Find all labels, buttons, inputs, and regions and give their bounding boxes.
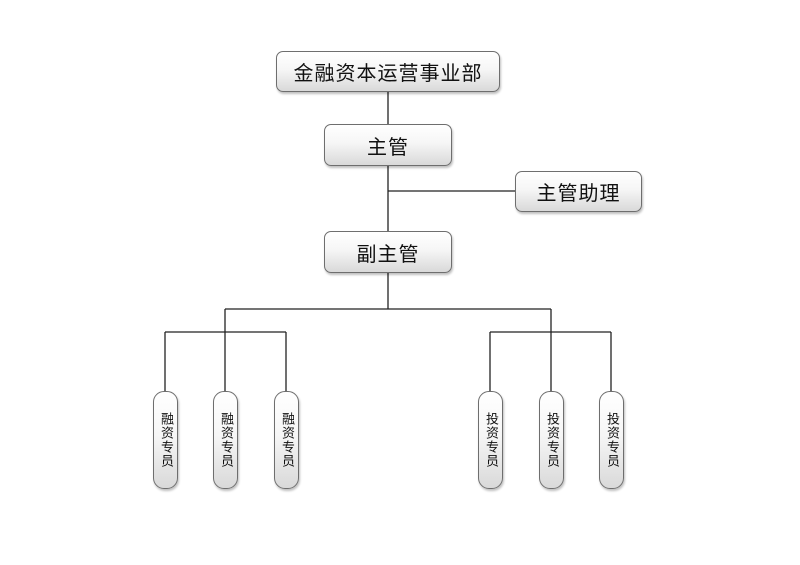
node-manager: 主管	[324, 124, 452, 166]
node-manager-assistant: 主管助理	[515, 171, 642, 212]
node-investment-staff-2: 投资专员	[539, 391, 564, 489]
node-finance-staff-1: 融资专员	[153, 391, 178, 489]
node-finance-staff-3: 融资专员	[274, 391, 299, 489]
node-investment-staff-3: 投资专员	[599, 391, 624, 489]
node-investment-staff-1: 投资专员	[478, 391, 503, 489]
node-deputy-manager: 副主管	[324, 231, 452, 273]
node-finance-staff-2: 融资专员	[213, 391, 238, 489]
node-top-department: 金融资本运营事业部	[276, 51, 500, 92]
